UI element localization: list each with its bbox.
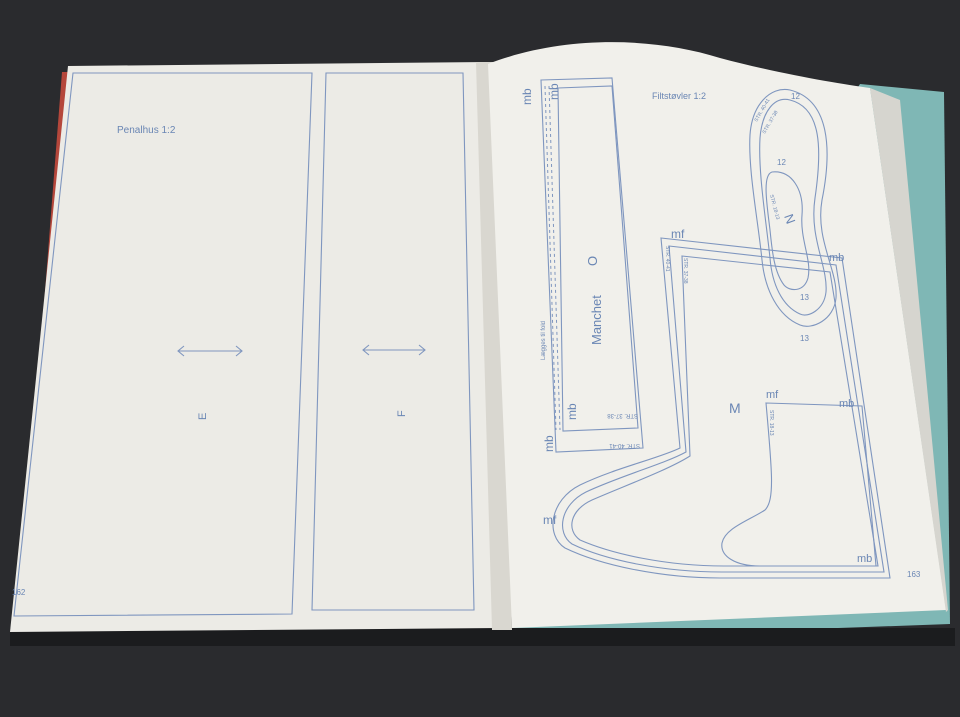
boot-size-b: STR. 37-38 xyxy=(682,258,688,284)
boot-outline-inner xyxy=(571,255,879,567)
manchet-label: Manchet xyxy=(589,295,604,345)
boot-letter: M xyxy=(729,400,741,416)
right-page-number: 163 xyxy=(907,570,921,579)
manchet-fold-text: Lægges til fold xyxy=(541,321,547,360)
manchet-size-1: STR. 37-38 xyxy=(607,412,638,418)
boot-outline-outer xyxy=(552,237,891,579)
boot-mb-bottom: mb xyxy=(857,553,872,565)
sole-num-12-top: 12 xyxy=(791,92,800,101)
page-edges xyxy=(870,88,948,612)
manchet-mb-top-1: mb xyxy=(520,88,534,105)
sole-child-outline xyxy=(765,171,810,291)
boot-mf-top: mf xyxy=(671,227,685,241)
piece-f-outline xyxy=(311,72,475,611)
manchet-outline-inner xyxy=(557,85,639,432)
manchet-outline-outer xyxy=(540,77,644,453)
left-page-title: Penalhus 1:2 xyxy=(117,125,176,136)
manchet-mb-bottom-1: mb xyxy=(565,403,579,420)
left-page xyxy=(10,62,500,632)
manchet-letter: O xyxy=(585,256,600,266)
right-page-title: Filtstøvler 1:2 xyxy=(652,91,706,101)
boot-mf-heel: mf xyxy=(543,513,557,527)
boot-child-outline xyxy=(721,402,877,567)
boot-size-a: STR. 40-41 xyxy=(664,246,670,272)
piece-f-letter: F xyxy=(396,410,408,417)
left-page-number: 162 xyxy=(12,588,26,597)
boot-size-c: STR. 18-13 xyxy=(768,410,774,436)
piece-e-outline xyxy=(13,72,313,617)
piece-e-letter: E xyxy=(197,413,209,420)
book-shadow xyxy=(10,628,955,646)
boot-outline-mid xyxy=(562,245,885,573)
right-page xyxy=(488,42,946,629)
manchet-mb-bottom-2: mb xyxy=(542,435,556,452)
sole-outline-outer xyxy=(749,88,837,327)
manchet-size-2: STR. 40-41 xyxy=(609,442,640,448)
boot-mb-inner: mb xyxy=(839,398,854,410)
sole-num-13-a: 13 xyxy=(800,293,809,302)
boot-mf-inner: mf xyxy=(766,389,779,401)
sole-num-13-b: 13 xyxy=(800,334,809,343)
manchet-mb-top-2: mb xyxy=(547,83,561,100)
sole-outline-mid xyxy=(759,98,827,316)
grain-arrow-e xyxy=(177,345,243,357)
sole-num-12-mid: 12 xyxy=(777,158,786,167)
boot-mb-right: mb xyxy=(829,252,844,264)
grain-arrow-f xyxy=(362,344,426,356)
